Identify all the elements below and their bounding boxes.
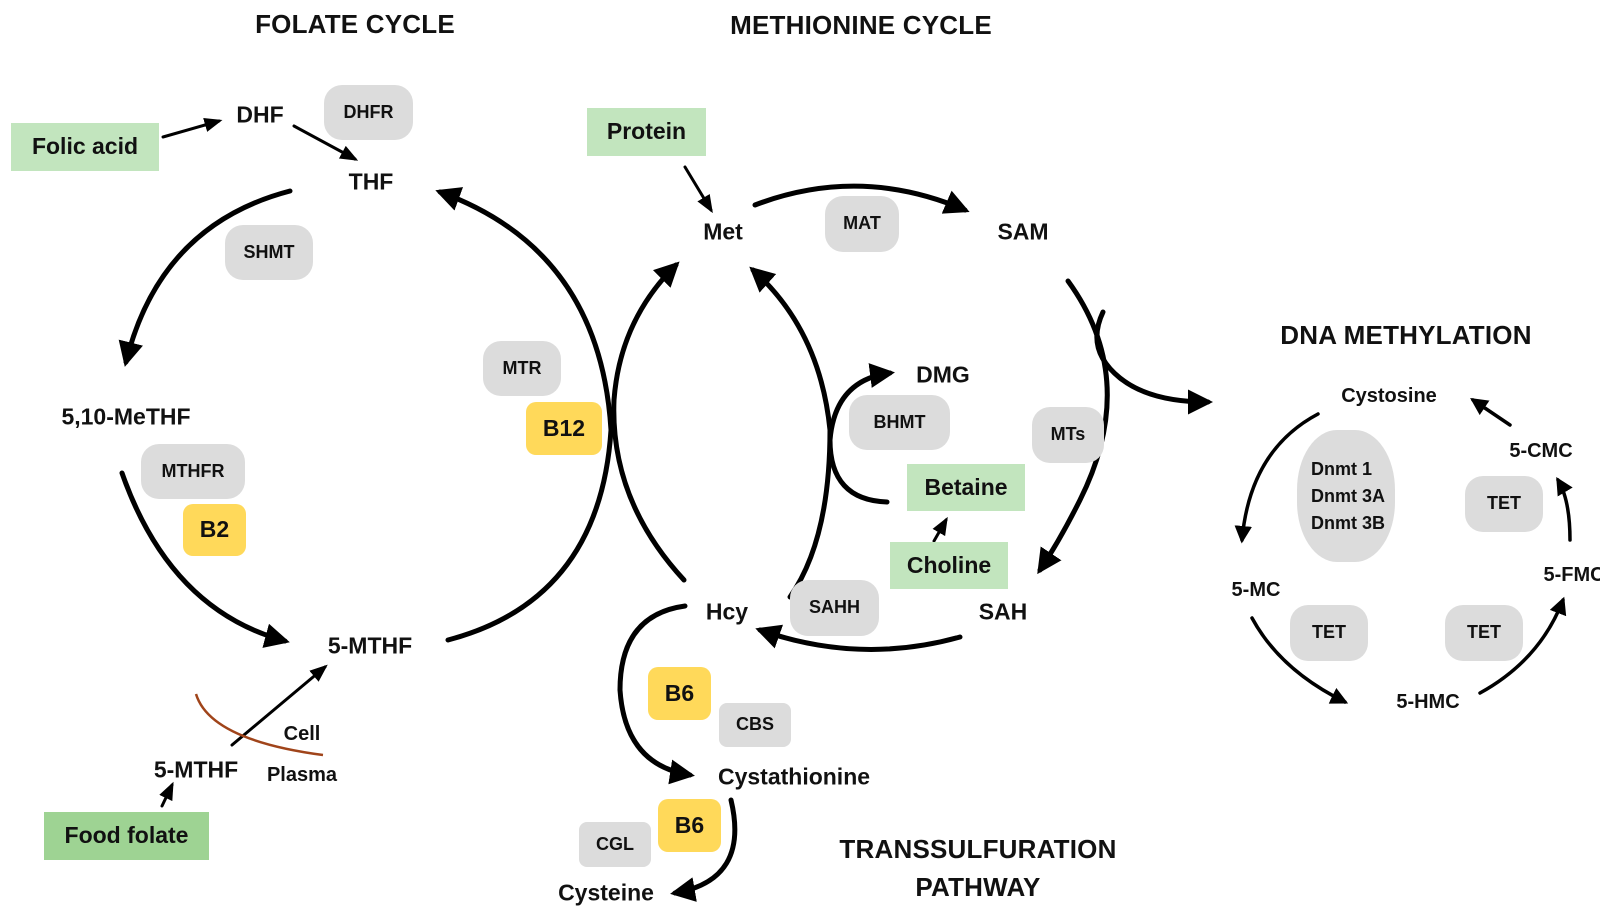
folic-acid-source: Folic acid bbox=[11, 123, 159, 171]
choline-source: Choline bbox=[890, 542, 1008, 589]
mthfr-enzyme: MTHFR bbox=[141, 444, 245, 499]
dnmt-1: Dnmt 1 bbox=[1311, 458, 1373, 479]
met-label: Met bbox=[703, 218, 743, 245]
betaine-source: Betaine bbox=[907, 464, 1025, 511]
arrow-plasma-to-cell bbox=[230, 664, 328, 747]
arrow-5mc-to-5hmc bbox=[1250, 616, 1349, 704]
methionine-cycle-title: METHIONINE CYCLE bbox=[730, 10, 992, 40]
sah-label: SAH bbox=[978, 598, 1028, 625]
arrow-cytosine-to-5mc bbox=[1234, 412, 1320, 544]
arrow-5mthf-to-thf bbox=[435, 187, 614, 643]
arrow-protein-to-met bbox=[683, 165, 713, 214]
hcy-label: Hcy bbox=[705, 598, 749, 625]
vitamin-b6-cbs: B6 bbox=[648, 667, 711, 720]
mtr-enzyme: MTR bbox=[483, 341, 561, 396]
transsulfuration-title-line2: PATHWAY bbox=[915, 872, 1041, 902]
arrow-met-to-sam bbox=[752, 183, 970, 214]
shmt-enzyme: SHMT bbox=[225, 225, 313, 280]
arrow-hcy-to-met-left bbox=[611, 261, 687, 583]
5-cmc-label: 5-CMC bbox=[1509, 440, 1573, 462]
arrow-food-folate-to-5mthf bbox=[159, 781, 174, 808]
vitamin-b12: B12 bbox=[526, 402, 602, 455]
food-folate-source: Food folate bbox=[44, 812, 209, 860]
arrow-methf-to-5mthf bbox=[119, 470, 290, 648]
arrow-sah-to-hcy bbox=[755, 624, 963, 652]
arrow-dhf-to-thf bbox=[292, 124, 359, 161]
methf-5-10-label: 5,10-MeTHF bbox=[61, 403, 191, 430]
plasma-label: Plasma bbox=[266, 764, 338, 786]
cytosine-label: Cystosine bbox=[1341, 385, 1437, 407]
arrow-betaine-to-dmg bbox=[827, 363, 895, 505]
arrow-5cmc-to-cytosine bbox=[1470, 398, 1512, 427]
5-fmc-label: 5-FMC bbox=[1543, 564, 1600, 586]
arrow-cystathionine-to-cysteine bbox=[670, 797, 738, 902]
thf-label: THF bbox=[348, 168, 394, 195]
arrow-thf-to-methf bbox=[118, 188, 293, 367]
sahh-enzyme: SAHH bbox=[790, 580, 879, 636]
dnmt-3a: Dnmt 3A bbox=[1311, 485, 1386, 506]
tet-enzyme-5fmc-5cmc: TET bbox=[1465, 476, 1543, 532]
bhmt-enzyme: BHMT bbox=[849, 395, 950, 450]
5-hmc-label: 5-HMC bbox=[1396, 691, 1460, 713]
vitamin-b6-cgl: B6 bbox=[658, 799, 721, 852]
sam-label: SAM bbox=[997, 218, 1049, 245]
cystathionine-label: Cystathionine bbox=[717, 763, 871, 790]
dna-methylation-title: DNA METHYLATION bbox=[1280, 320, 1532, 350]
5-mthf-label: 5-MTHF bbox=[327, 632, 413, 659]
dnmt-3b: Dnmt 3B bbox=[1311, 512, 1386, 533]
mts-enzyme: MTs bbox=[1032, 407, 1104, 463]
5-mc-label: 5-MC bbox=[1231, 579, 1281, 601]
cysteine-label: Cysteine bbox=[558, 879, 654, 906]
protein-source: Protein bbox=[587, 108, 706, 156]
arrow-5hmc-to-5fmc bbox=[1478, 596, 1567, 695]
folate-cycle-title: FOLATE CYCLE bbox=[255, 9, 455, 39]
arrow-sam-to-dna-methylation bbox=[1094, 309, 1213, 415]
cbs-enzyme: CBS bbox=[719, 703, 791, 747]
plasma-5-mthf-label: 5-MTHF bbox=[153, 756, 239, 783]
arrow-choline-to-betaine bbox=[932, 516, 948, 543]
arrow-folic-acid-to-dhf bbox=[161, 118, 223, 139]
arrow-5fmc-to-5cmc bbox=[1556, 476, 1573, 542]
transsulfuration-title: TRANSSULFURATION bbox=[839, 834, 1117, 864]
tet-enzyme-5mc-5hmc: TET bbox=[1290, 605, 1368, 661]
dnmt-enzymes: Dnmt 1 Dnmt 3A Dnmt 3B bbox=[1297, 430, 1395, 562]
dmg-label: DMG bbox=[916, 361, 970, 388]
arrow-hcy-to-cystathionine bbox=[617, 603, 695, 785]
dhf-label: DHF bbox=[236, 101, 284, 128]
vitamin-b2: B2 bbox=[183, 504, 246, 556]
mat-enzyme: MAT bbox=[825, 196, 899, 252]
cell-membrane-line bbox=[194, 693, 324, 757]
dhfr-enzyme: DHFR bbox=[324, 85, 413, 140]
arrow-hcy-to-met-right bbox=[749, 266, 833, 600]
cell-label: Cell bbox=[283, 723, 321, 745]
cgl-enzyme: CGL bbox=[579, 822, 651, 867]
tet-enzyme-5hmc-5fmc: TET bbox=[1445, 605, 1523, 661]
